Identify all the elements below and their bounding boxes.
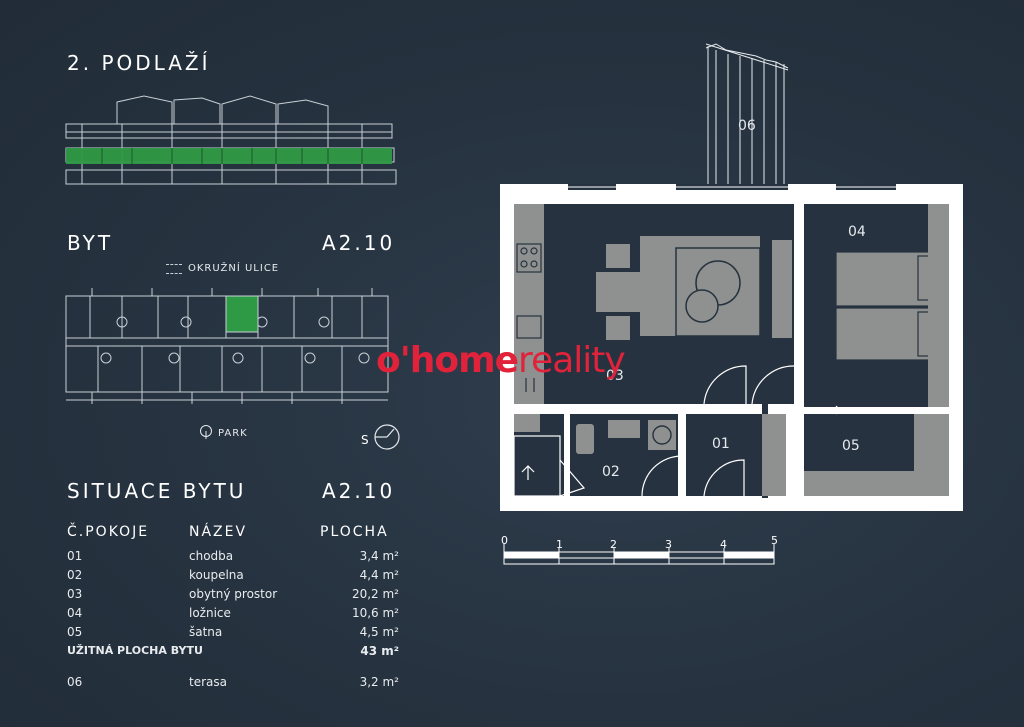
scale-tick-label: 1 <box>556 538 563 551</box>
total-area-row: UŽITNÁ PLOCHA BYTU 43 m² <box>67 644 399 658</box>
room-label-01: 01 <box>712 436 730 452</box>
room-label-06: 06 <box>738 118 756 134</box>
situation-code: A2.10 <box>322 479 396 503</box>
watermark-logo: o'homereality <box>376 340 626 381</box>
unit-label: BYT <box>67 231 114 255</box>
situation-title: SITUACE BYTU <box>67 479 247 503</box>
room-label-05: 05 <box>842 438 860 454</box>
site-floor-plan <box>65 288 389 404</box>
table-row: 01 chodba 3,4 m² <box>67 549 399 563</box>
chair <box>606 244 630 268</box>
col-header-no: Č.POKOJE <box>67 524 150 540</box>
scale-tick-label: 3 <box>665 538 672 551</box>
street-marker <box>166 264 182 274</box>
scale-bar: 0 1 2 3 4 5 <box>501 534 778 565</box>
toilet <box>576 424 594 454</box>
room-01-floor <box>686 414 762 496</box>
scale-tick-label: 0 <box>501 534 508 547</box>
room-label-02: 02 <box>602 464 620 480</box>
terrace-row: 06 terasa 3,2 m² <box>67 675 399 689</box>
room-label-04: 04 <box>848 224 866 240</box>
bed <box>835 251 947 307</box>
table-row: 05 šatna 4,5 m² <box>67 625 399 639</box>
scale-tick-label: 5 <box>771 534 778 547</box>
bed <box>835 307 947 361</box>
dining-table <box>596 272 640 312</box>
washing-machine <box>648 420 676 450</box>
shower <box>513 435 561 497</box>
north-label: S <box>361 433 369 447</box>
compass-icon <box>374 424 400 450</box>
table-row: 02 koupelna 4,4 m² <box>67 568 399 582</box>
tree-icon <box>200 425 212 439</box>
building-elevation <box>65 95 397 185</box>
park-label: PARK <box>218 428 248 439</box>
scale-tick-label: 2 <box>610 538 617 551</box>
col-header-name: NÁZEV <box>189 524 248 540</box>
unit-code: A2.10 <box>322 231 396 255</box>
kitchen-counter <box>514 204 544 404</box>
street-label: OKRUŽNÍ ULICE <box>188 263 280 274</box>
room-label-03: 03 <box>606 368 624 384</box>
sink <box>608 420 640 438</box>
apartment-floor-plan: 03 04 05 01 02 06 <box>500 43 963 511</box>
chair <box>606 316 630 340</box>
scale-tick-label: 4 <box>720 538 727 551</box>
floor-title: 2. PODLAŽÍ <box>67 51 211 75</box>
table-row: 04 ložnice 10,6 m² <box>67 606 399 620</box>
cabinet <box>772 240 792 338</box>
col-header-area: PLOCHA <box>320 524 389 540</box>
table-row: 03 obytný prostor 20,2 m² <box>67 587 399 601</box>
